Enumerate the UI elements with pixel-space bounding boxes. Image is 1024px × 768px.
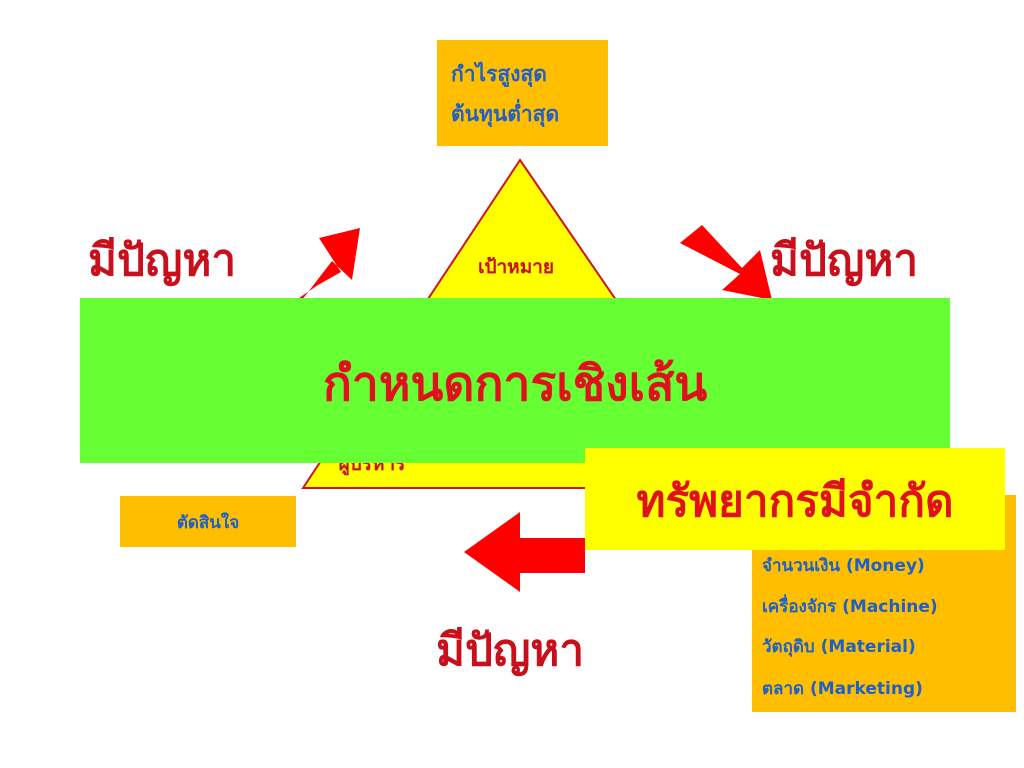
resource-item-marketing: ตลาด (Marketing) <box>762 679 923 699</box>
goal-line-max-profit: กำไรสูงสุด <box>451 62 547 86</box>
problem-label-bottom: มีปัญหา <box>436 625 585 676</box>
goal-box: กำไรสูงสุด ต้นทุนต่ำสุด <box>437 40 608 146</box>
arrow-up-right <box>270 228 360 318</box>
arrow-down-right <box>680 225 772 300</box>
resource-item-money: จำนวนเงิน (Money) <box>762 556 925 576</box>
goal-line-min-cost: ต้นทุนต่ำสุด <box>451 102 560 126</box>
decision-label: ตัดสินใจ <box>176 513 240 533</box>
decision-box: ตัดสินใจ <box>120 496 296 547</box>
problem-label-top-left: มีปัญหา <box>88 235 237 286</box>
banner-title: กำหนดการเชิงเส้น <box>322 356 708 412</box>
resource-item-machine: เครื่องจักร (Machine) <box>762 597 938 617</box>
triangle-top-label: เป้าหมาย <box>478 256 554 278</box>
limited-resources-title: ทรัพยากรมีจำกัด <box>636 476 954 527</box>
limited-resources-box: ทรัพยากรมีจำกัด <box>585 448 1005 550</box>
linear-programming-banner: กำหนดการเชิงเส้น <box>80 298 950 463</box>
resource-item-material: วัตถุดิบ (Material) <box>762 637 916 657</box>
arrow-left <box>464 512 585 592</box>
problem-label-top-right: มีปัญหา <box>770 235 919 286</box>
